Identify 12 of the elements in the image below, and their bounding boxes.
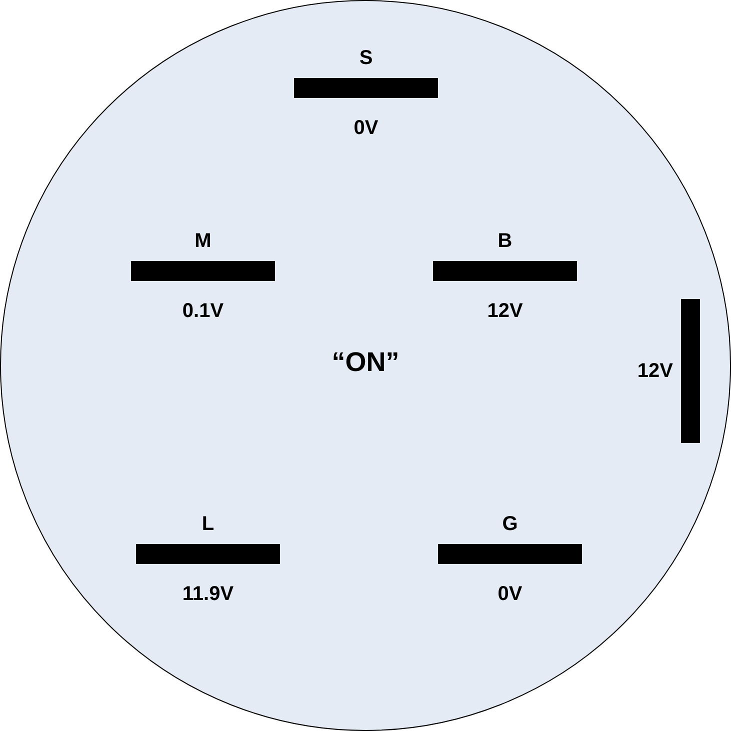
terminal-label: M: [194, 229, 212, 253]
voltage-label: 0V: [354, 116, 378, 140]
voltage-label: 12V: [637, 359, 673, 383]
voltage-label: 12V: [487, 299, 523, 323]
voltage-label: 0V: [498, 582, 522, 606]
state-label: “ON”: [332, 346, 400, 378]
voltage-label: 11.9V: [182, 582, 234, 606]
terminal-label: G: [502, 512, 518, 536]
terminal-label: S: [359, 46, 373, 70]
terminal-label: B: [498, 229, 512, 253]
voltage-label: 0.1V: [182, 299, 224, 323]
terminal-label: L: [202, 512, 214, 536]
